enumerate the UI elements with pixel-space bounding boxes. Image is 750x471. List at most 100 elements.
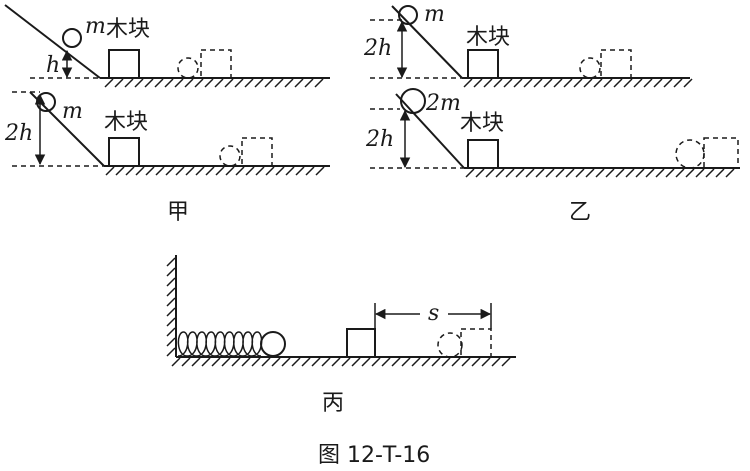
yi-top-ghost-block: [600, 49, 632, 79]
hatch-mark: [391, 357, 401, 367]
bing-ghost-ball: [437, 332, 463, 358]
hatch-mark: [215, 166, 225, 176]
hatch-mark: [555, 168, 565, 178]
hatch-mark: [164, 78, 174, 88]
hatch-mark: [625, 168, 635, 178]
hatch-mark: [465, 168, 475, 178]
jia-bottom-ghost-block: [241, 137, 273, 167]
hatch-mark: [314, 78, 324, 88]
hatch-mark: [725, 168, 735, 178]
hatch-mark: [543, 78, 553, 88]
hatch-mark: [493, 78, 503, 88]
hatch-mark: [501, 357, 511, 367]
hatch-mark: [145, 166, 155, 176]
hatch-mark: [104, 78, 114, 88]
hatch-mark: [224, 78, 234, 88]
hatch-mark: [255, 166, 265, 176]
hatch-mark: [593, 78, 603, 88]
hatch-mark: [431, 357, 441, 367]
hatch-mark: [595, 168, 605, 178]
hatch-mark: [371, 357, 381, 367]
bing-ghost-block: [460, 328, 492, 358]
hatch-mark: [295, 166, 305, 176]
hatch-mark: [244, 78, 254, 88]
hatch-mark: [231, 357, 241, 367]
hatch-mark: [665, 168, 675, 178]
hatch-mark: [321, 357, 331, 367]
hatch-mark: [291, 357, 301, 367]
hatch-mark: [683, 78, 693, 88]
yi-top-block-label: 木块: [466, 25, 510, 50]
panel-label-yi: 乙: [569, 200, 591, 225]
yi-bottom-ghost-ball: [675, 139, 705, 169]
hatch-mark: [675, 168, 685, 178]
hatch-mark: [245, 166, 255, 176]
hatch-mark: [603, 78, 613, 88]
hatch-mark: [204, 78, 214, 88]
yi-top-height-label: 2h: [363, 36, 392, 61]
hatch-mark: [214, 78, 224, 88]
hatch-mark: [166, 287, 176, 297]
jia-top-ball: [62, 28, 82, 48]
hatch-mark: [144, 78, 154, 88]
jia-bottom-mass-label: m: [62, 99, 83, 124]
hatch-mark: [221, 357, 231, 367]
hatch-mark: [275, 166, 285, 176]
jia-bottom-ground-hatch: [105, 166, 325, 176]
hatch-mark: [261, 357, 271, 367]
hatch-mark: [155, 166, 165, 176]
hatch-mark: [166, 267, 176, 277]
hatch-mark: [421, 357, 431, 367]
hatch-mark: [615, 168, 625, 178]
jia-top-ghost-ball: [177, 57, 199, 79]
hatch-mark: [301, 357, 311, 367]
hatch-mark: [341, 357, 351, 367]
yi-top-ball: [398, 5, 418, 25]
hatch-mark: [545, 168, 555, 178]
hatch-mark: [513, 78, 523, 88]
hatch-mark: [685, 168, 695, 178]
hatch-mark: [285, 166, 295, 176]
hatch-mark: [134, 78, 144, 88]
yi-top-block: [467, 49, 499, 79]
bing-spring: [177, 331, 263, 357]
hatch-mark: [235, 166, 245, 176]
yi-bottom-setup: 2m 2h 木块: [365, 88, 740, 178]
hatch-mark: [165, 166, 175, 176]
hatch-mark: [185, 166, 195, 176]
hatch-mark: [264, 78, 274, 88]
hatch-mark: [695, 168, 705, 178]
hatch-mark: [166, 257, 176, 267]
bing-distance-label: s: [428, 301, 439, 326]
hatch-mark: [491, 357, 501, 367]
hatch-mark: [331, 357, 341, 367]
hatch-mark: [533, 78, 543, 88]
hatch-mark: [623, 78, 633, 88]
hatch-mark: [643, 78, 653, 88]
bing-block: [346, 328, 376, 358]
bing-ground-hatch: [171, 357, 511, 367]
hatch-mark: [553, 78, 563, 88]
hatch-mark: [563, 78, 573, 88]
yi-top-setup: m 2h 木块: [363, 2, 693, 88]
jia-top-height-label: h: [46, 53, 60, 78]
hatch-mark: [411, 357, 421, 367]
hatch-mark: [585, 168, 595, 178]
hatch-mark: [381, 357, 391, 367]
hatch-mark: [166, 327, 176, 337]
hatch-mark: [613, 78, 623, 88]
yi-top-ground-hatch: [463, 78, 693, 88]
hatch-mark: [483, 78, 493, 88]
hatch-mark: [583, 78, 593, 88]
hatch-mark: [125, 166, 135, 176]
hatch-mark: [166, 277, 176, 287]
hatch-mark: [361, 357, 371, 367]
hatch-mark: [505, 168, 515, 178]
hatch-mark: [174, 78, 184, 88]
hatch-mark: [401, 357, 411, 367]
hatch-mark: [205, 166, 215, 176]
yi-bottom-block-label: 木块: [460, 111, 504, 136]
hatch-mark: [485, 168, 495, 178]
hatch-mark: [166, 317, 176, 327]
